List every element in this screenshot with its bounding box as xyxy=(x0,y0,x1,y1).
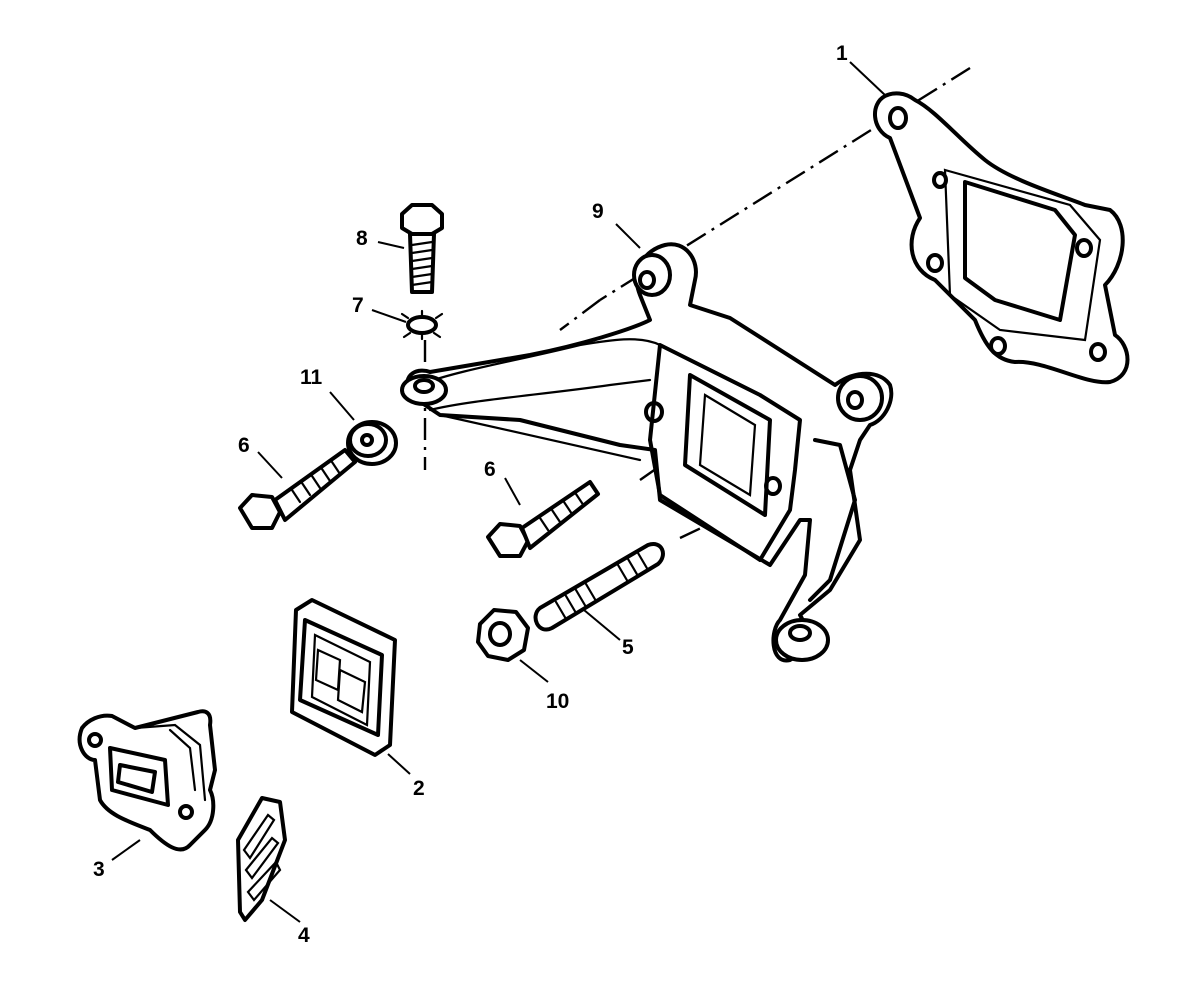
part-11-washer xyxy=(346,420,398,466)
callout-2: 2 xyxy=(413,777,425,800)
callout-11: 11 xyxy=(300,366,323,389)
part-10-nut xyxy=(476,608,530,662)
part-6-bolt-left xyxy=(238,448,357,530)
part-6-bolt-middle xyxy=(486,480,600,558)
part-4-reed-petals xyxy=(236,796,287,922)
callout-3: 3 xyxy=(93,858,105,881)
callout-4: 4 xyxy=(298,924,310,947)
callout-7: 7 xyxy=(352,294,364,317)
part-3-reed-cage xyxy=(77,709,217,852)
part-5-stud xyxy=(533,542,665,632)
part-9-housing xyxy=(400,242,894,663)
callout-9: 9 xyxy=(592,200,604,223)
callout-6-left: 6 xyxy=(238,434,250,457)
callout-6-middle: 6 xyxy=(484,458,496,481)
leader-lines xyxy=(111,61,887,923)
callout-8: 8 xyxy=(356,227,368,250)
part-8-bolt xyxy=(400,203,444,294)
callout-1: 1 xyxy=(836,42,848,65)
callout-labels: 1 2 3 4 5 6 6 7 8 9 10 11 xyxy=(93,42,848,947)
callout-5: 5 xyxy=(622,636,634,659)
part-7-lockwasher xyxy=(400,309,444,341)
part-1-gasket xyxy=(873,91,1130,385)
part-2-seal xyxy=(290,598,397,757)
callout-10: 10 xyxy=(546,690,569,713)
